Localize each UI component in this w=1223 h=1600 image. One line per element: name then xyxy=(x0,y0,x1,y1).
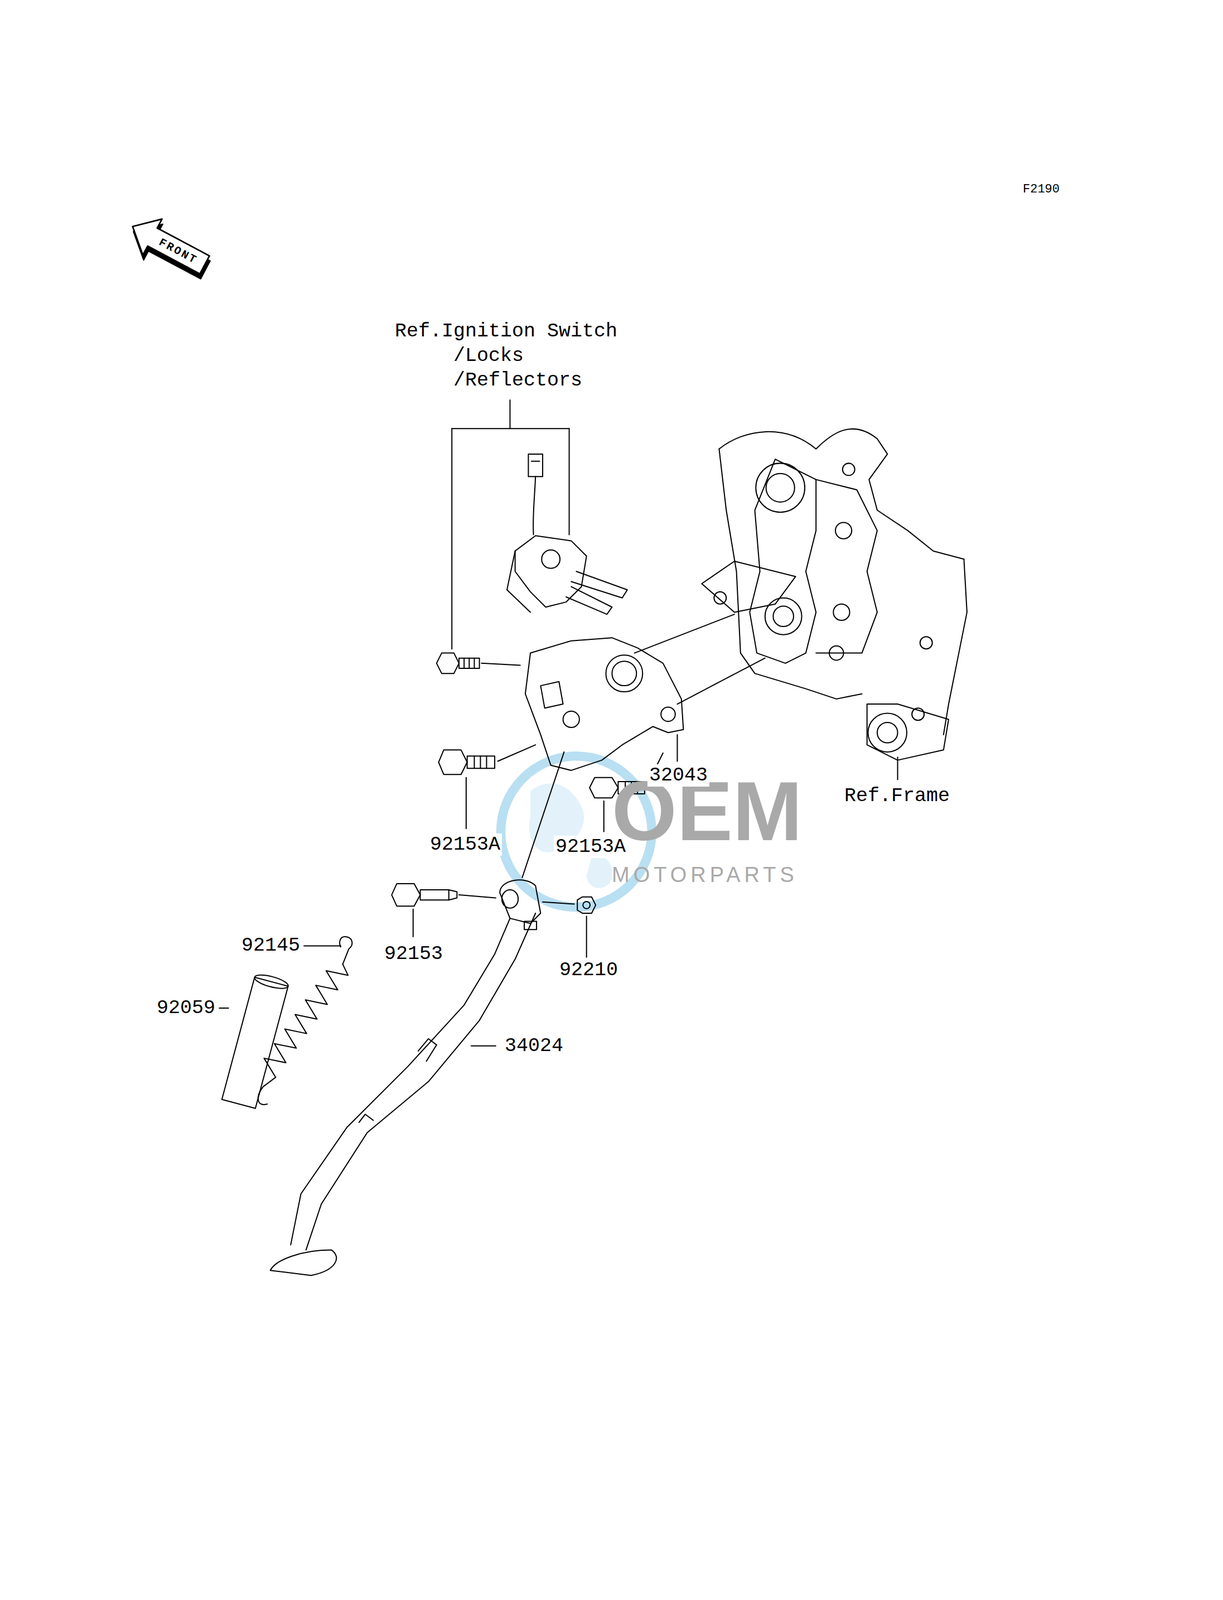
frame xyxy=(701,428,968,780)
callout-number: 92210 xyxy=(557,958,620,981)
front-arrow xyxy=(121,208,217,288)
callout-number: 92153A xyxy=(428,833,502,856)
side-stand-switch xyxy=(506,453,628,615)
reference-note: Ref.Frame xyxy=(842,784,952,807)
callout-number: 92153A xyxy=(553,835,628,858)
callout-number: 34024 xyxy=(503,1034,565,1057)
reference-bracket xyxy=(451,399,569,649)
return-spring xyxy=(258,936,353,1105)
stand-bracket xyxy=(525,614,766,771)
callout-number: 92145 xyxy=(239,934,302,957)
watermark: MOTORPARTS xyxy=(611,862,799,888)
callout-number: 92153 xyxy=(382,942,445,965)
reference-note: Ref.Ignition Switch /Locks /Reflectors xyxy=(394,318,659,393)
callout-number: 32043 xyxy=(647,764,710,787)
figure-code: F2190 xyxy=(1022,182,1060,197)
spring-cover xyxy=(221,972,290,1109)
callout-number: 92059 xyxy=(155,996,217,1019)
side-stand xyxy=(270,751,596,1275)
